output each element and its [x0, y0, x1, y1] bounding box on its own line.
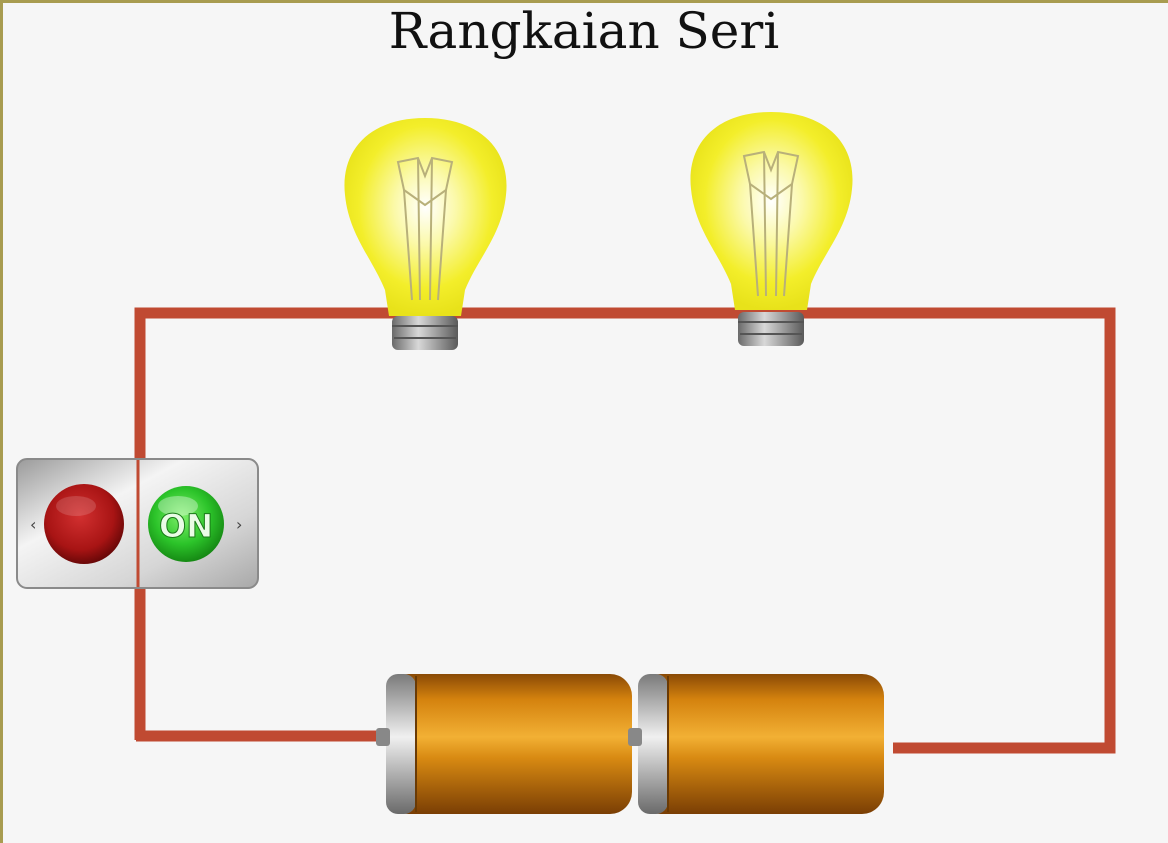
battery-1: [376, 674, 632, 814]
wire: [134, 307, 1116, 754]
battery-2: [628, 674, 884, 814]
filament-icon: [396, 156, 454, 301]
light-bulb-1: [344, 118, 507, 350]
switch-off-button[interactable]: [44, 484, 124, 564]
left-arrow-icon: ‹: [30, 515, 36, 534]
switch-on-label: ON: [159, 507, 213, 545]
diagram-title: Rangkaian Seri: [388, 2, 780, 60]
switch[interactable]: ‹ › ON: [16, 458, 259, 589]
filament-icon: [742, 150, 800, 297]
switch-on-button[interactable]: ON: [148, 486, 224, 562]
right-arrow-icon: ›: [236, 515, 242, 534]
light-bulb-2: [690, 112, 853, 346]
